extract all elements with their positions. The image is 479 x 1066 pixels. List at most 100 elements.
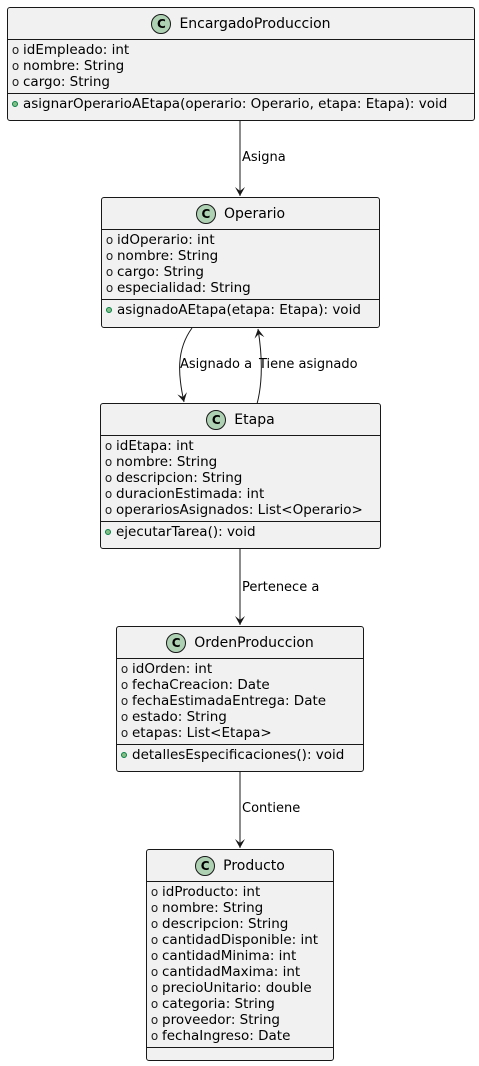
public-visibility-icon: o [150,901,159,915]
attribute-text: etapas: List<Etapa> [132,725,272,741]
methods-section [147,1047,333,1059]
public-visibility-icon: o [105,249,114,263]
class-name: EncargadoProduccion [179,15,331,32]
public-visibility-icon: o [105,233,114,247]
public-method-icon [105,529,111,535]
edge-label-contiene: Contiene [242,801,301,816]
public-visibility-icon: o [104,455,113,469]
class-name: Producto [223,857,285,874]
attribute-text: estado: String [132,709,227,725]
attribute-text: idProducto: int [162,884,261,900]
attribute-text: precioUnitario: double [162,980,312,996]
attribute-text: idEtapa: int [116,438,194,454]
attribute-text: cargo: String [117,264,204,280]
public-visibility-icon: o [11,43,20,57]
class-circle-icon: C [195,203,216,224]
attribute-text: fechaIngreso: Date [162,1028,291,1044]
attribute-text: especialidad: String [117,280,251,296]
public-visibility-icon: o [11,75,20,89]
attribute-text: descripcion: String [162,916,289,932]
public-visibility-icon: o [120,710,129,724]
class-header: C EncargadoProduccion [8,8,474,39]
attribute-text: duracionEstimada: int [116,486,265,502]
attribute-text: nombre: String [116,454,218,470]
public-method-icon [121,752,127,758]
attribute-text: nombre: String [23,58,125,74]
public-visibility-icon: o [150,981,159,995]
class-header: C OrdenProduccion [117,627,363,658]
class-circle-icon: C [195,855,216,876]
public-visibility-icon: o [120,726,129,740]
attribute-text: categoria: String [162,996,275,1012]
method-row: asignadoAEtapa(etapa: Etapa): void [102,302,379,318]
attribute-text: cantidadMaxima: int [162,964,301,980]
public-visibility-icon: o [120,678,129,692]
method-row: ejecutarTarea(): void [101,524,380,540]
edge-label-asignado-a: Asignado a [180,357,253,372]
public-visibility-icon: o [105,265,114,279]
attribute-text: descripcion: String [116,470,243,486]
attribute-text: nombre: String [162,900,264,916]
public-method-icon [106,307,112,313]
edge-label-tiene-asignado: Tiene asignado [259,357,358,372]
methods-section: asignadoAEtapa(etapa: Etapa): void [102,299,379,321]
method-row: detallesEspecificaciones(): void [117,747,363,763]
public-visibility-icon: o [150,1013,159,1027]
public-visibility-icon: o [104,471,113,485]
methods-section: asignarOperarioAEtapa(operario: Operario… [8,93,474,115]
method-text: detallesEspecificaciones(): void [132,747,345,763]
attribute-text: fechaEstimadaEntrega: Date [132,693,327,709]
methods-section: detallesEspecificaciones(): void [117,744,363,766]
class-circle-icon: C [151,13,172,34]
public-visibility-icon: o [150,933,159,947]
class-circle-icon: C [166,632,187,653]
class-header: C Producto [147,850,333,881]
public-visibility-icon: o [120,694,129,708]
attribute-text: cantidadMinima: int [162,948,297,964]
public-visibility-icon: o [105,281,114,295]
attribute-text: idEmpleado: int [23,42,130,58]
method-text: ejecutarTarea(): void [116,524,256,540]
edge-asignado-a [177,327,193,403]
class-name: OrdenProduccion [194,634,314,651]
public-visibility-icon: o [150,917,159,931]
edge-label-asigna: Asigna [242,150,286,165]
attribute-text: operariosAsignados: List<Operario> [116,502,363,518]
public-visibility-icon: o [150,885,159,899]
edge-tiene-asignado [254,328,265,405]
public-visibility-icon: o [150,965,159,979]
attribute-text: cargo: String [23,74,110,90]
public-visibility-icon: o [120,662,129,676]
attribute-text: fechaCreacion: Date [132,677,270,693]
